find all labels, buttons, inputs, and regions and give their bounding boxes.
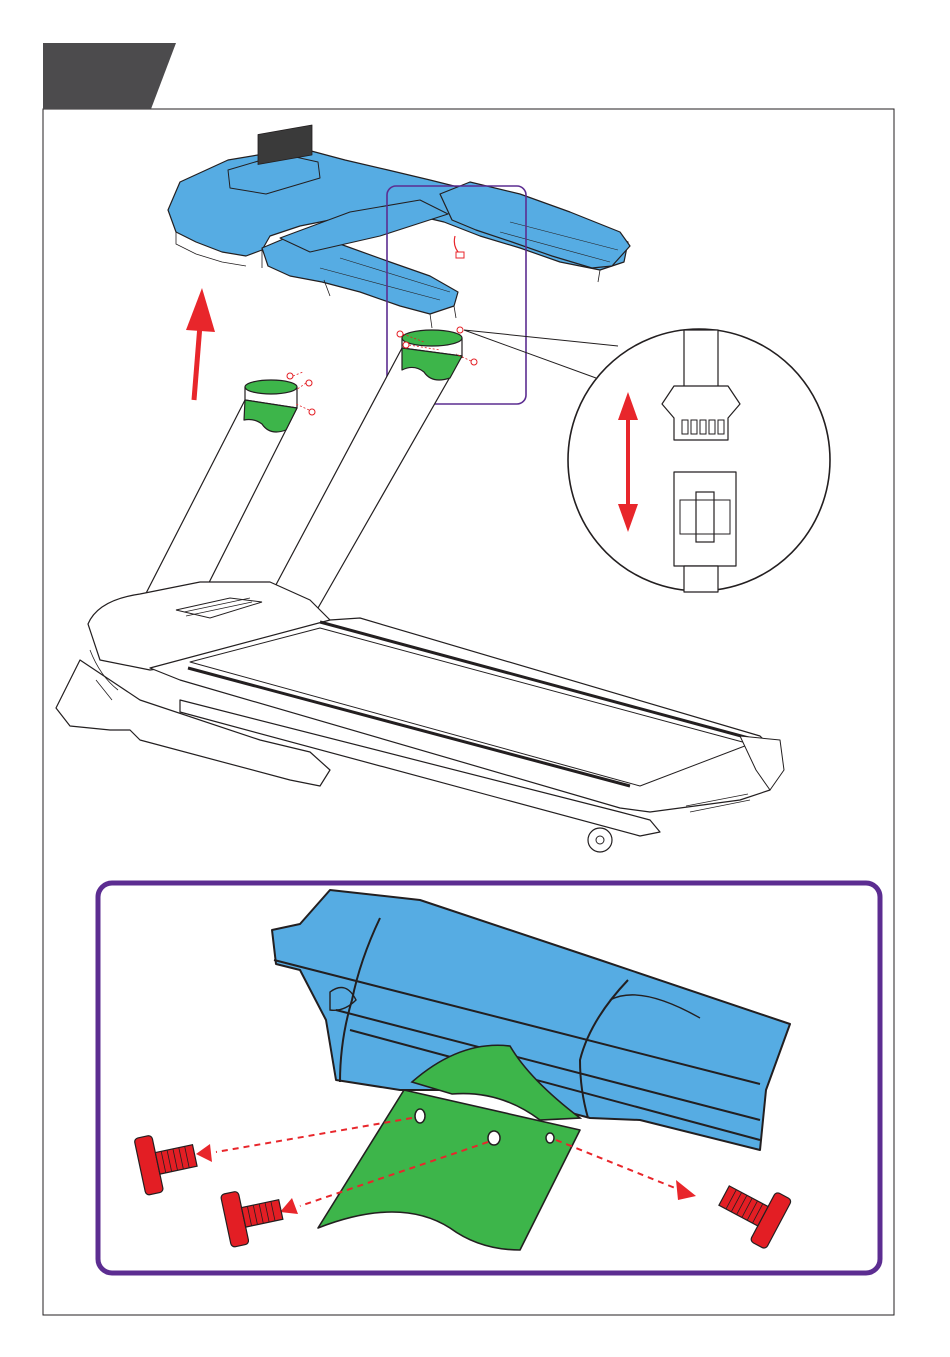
lift-up-arrow	[186, 288, 215, 400]
step-number-tab	[43, 43, 176, 109]
right-upright-tube-icon	[270, 330, 462, 608]
console-assembly-icon	[168, 125, 630, 328]
cable-connector-icon	[568, 329, 830, 592]
treadmill-base-icon	[56, 582, 784, 852]
